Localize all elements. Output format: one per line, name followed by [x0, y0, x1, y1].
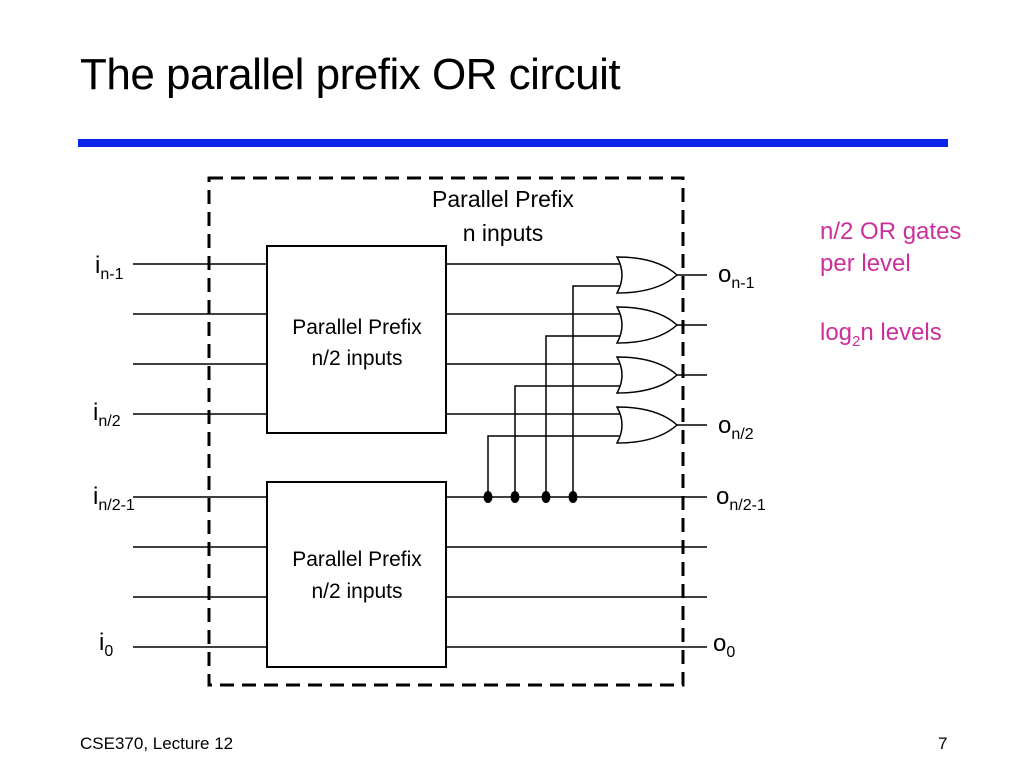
- outer-label-line2: n inputs: [463, 220, 544, 246]
- outer-prefix-boundary: [207, 176, 685, 687]
- output-label-n-1: on-1: [718, 261, 755, 292]
- footer-course: CSE370, Lecture 12: [80, 734, 234, 753]
- carry-fanout-wires: [487, 285, 622, 497]
- outer-label-line1: Parallel Prefix: [432, 186, 574, 212]
- top-prefix-block: [266, 245, 447, 434]
- levels-note-suffix: n levels: [860, 319, 942, 346]
- or-gates: [615, 256, 679, 444]
- output-label-n-half-minus-1: on/2-1: [716, 483, 766, 514]
- junction-dots: [483, 491, 578, 503]
- or-gates-note-line1: n/2 OR gates: [820, 218, 962, 245]
- levels-note: log2n levels: [820, 317, 942, 358]
- top-block-line2: n/2 inputs: [311, 347, 402, 370]
- input-label-n-half: in/2: [93, 399, 121, 430]
- levels-note-base: 2: [852, 332, 861, 350]
- bottom-block-line1: Parallel Prefix: [292, 548, 422, 571]
- output-label-n-half: on/2: [718, 412, 754, 443]
- output-label-0: o0: [713, 630, 735, 661]
- input-label-n-1: in-1: [95, 252, 124, 283]
- or-gate: [615, 306, 679, 344]
- input-label-0: i0: [99, 629, 113, 660]
- or-gate: [615, 406, 679, 444]
- top-block-line1: Parallel Prefix: [292, 316, 422, 339]
- title-underline: [78, 139, 948, 147]
- input-label-n-half-minus-1: in/2-1: [93, 483, 135, 514]
- input-wires: [133, 263, 267, 648]
- top-block-to-gate-wires: [446, 263, 622, 415]
- bottom-block-line2: n/2 inputs: [311, 580, 402, 603]
- footer-page-number: 7: [938, 734, 948, 753]
- or-gates-note: n/2 OR gates per level: [820, 216, 961, 280]
- or-gate: [615, 256, 679, 294]
- bottom-prefix-block: [266, 481, 447, 668]
- slide-title: The parallel prefix OR circuit: [80, 50, 621, 99]
- levels-note-log: log: [820, 319, 853, 346]
- bottom-block-output-wires: [446, 496, 707, 648]
- or-gates-note-line2: per level: [820, 250, 911, 277]
- or-gate: [615, 356, 679, 394]
- gate-output-wires: [677, 274, 707, 426]
